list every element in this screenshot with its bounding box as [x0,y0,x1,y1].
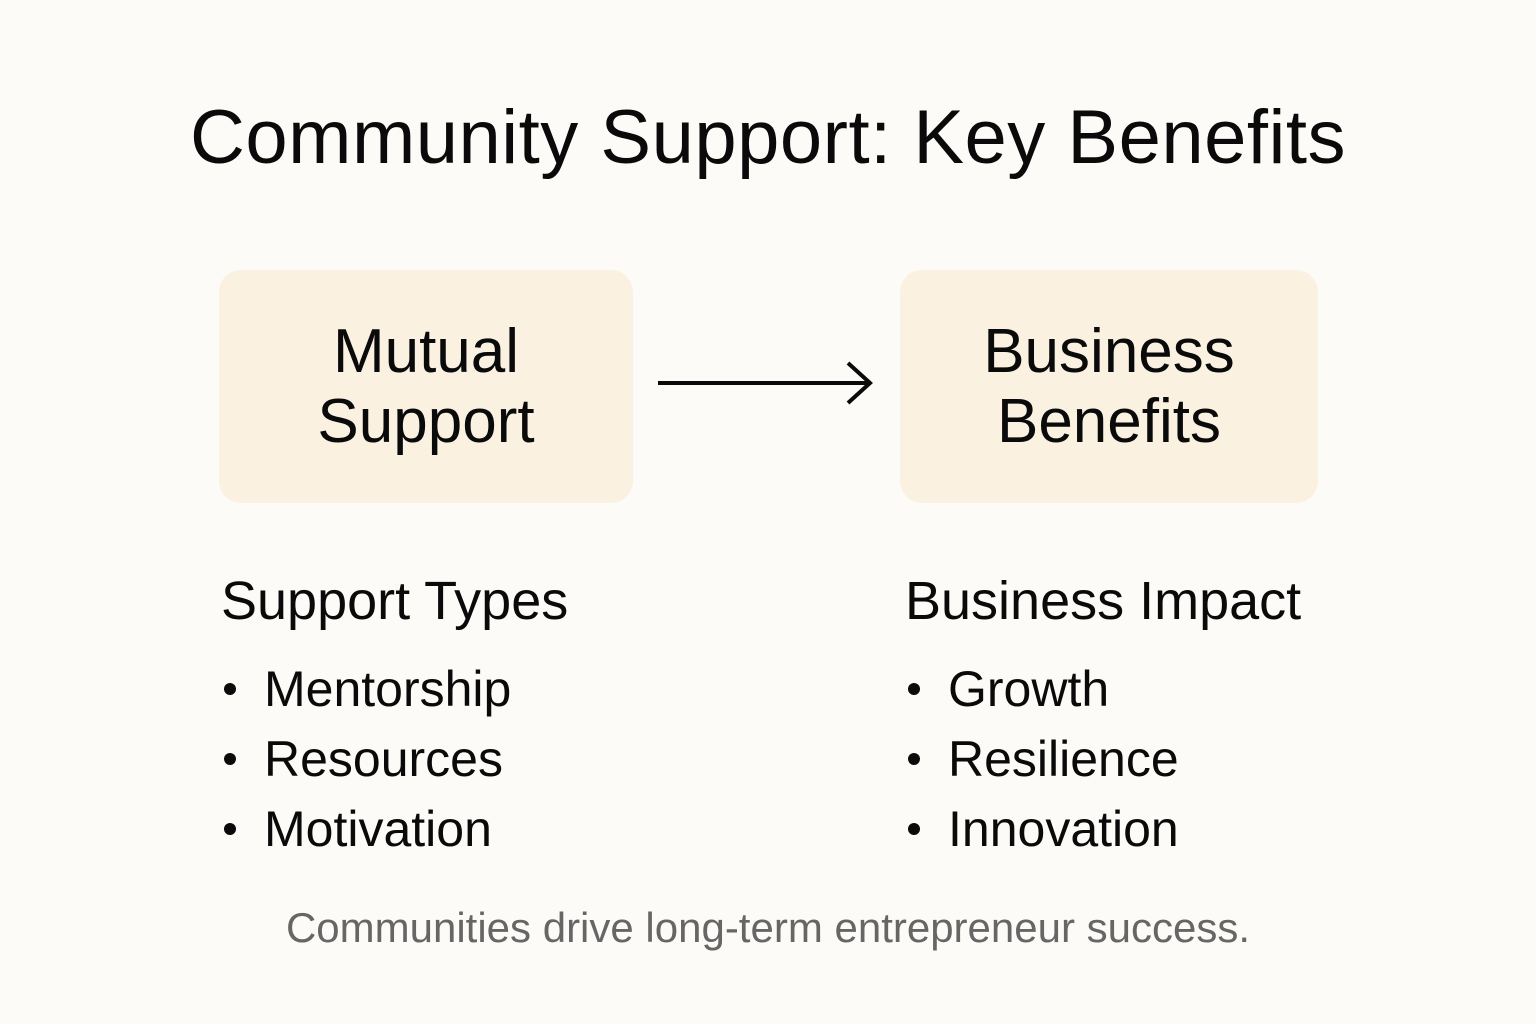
list-item: Resources [221,724,568,794]
support-types-heading: Support Types [221,571,569,631]
business-impact-section: Business Impact Growth Resilience Innova… [905,568,1301,864]
bullet-icon [908,823,920,835]
bullet-icon [908,683,920,695]
list-item: Resilience [905,724,1301,794]
support-types-list: Mentorship Resources Motivation [221,654,568,864]
business-benefits-label-line-2: Benefits [996,386,1221,456]
list-item-label: Resilience [948,731,1179,787]
bullet-icon [224,683,236,695]
bullet-icon [224,823,236,835]
caption: Communities drive long-term entrepreneur… [285,904,1251,951]
support-types-section: Support Types Mentorship Resources Motiv… [221,568,568,864]
bullet-icon [224,753,236,765]
right-arrow-icon [658,361,873,405]
list-item: Mentorship [221,654,568,724]
list-item-label: Resources [264,731,503,787]
list-item: Motivation [221,794,568,864]
list-item-label: Mentorship [264,661,512,717]
diagram-title: Community Support: Key Benefits [189,95,1347,180]
bullet-icon [908,753,920,765]
business-impact-heading: Business Impact [905,571,1302,631]
business-benefits-label-line-1: Business [983,316,1235,386]
list-item-label: Motivation [264,801,492,857]
mutual-support-box: Mutual Support [219,270,633,503]
business-benefits-box: Business Benefits [900,270,1318,503]
mutual-support-label-line-2: Support [317,386,535,456]
list-item-label: Innovation [948,801,1179,857]
list-item: Growth [905,654,1301,724]
list-item: Innovation [905,794,1301,864]
business-impact-list: Growth Resilience Innovation [905,654,1301,864]
mutual-support-label-line-1: Mutual [332,316,520,386]
list-item-label: Growth [948,661,1110,717]
